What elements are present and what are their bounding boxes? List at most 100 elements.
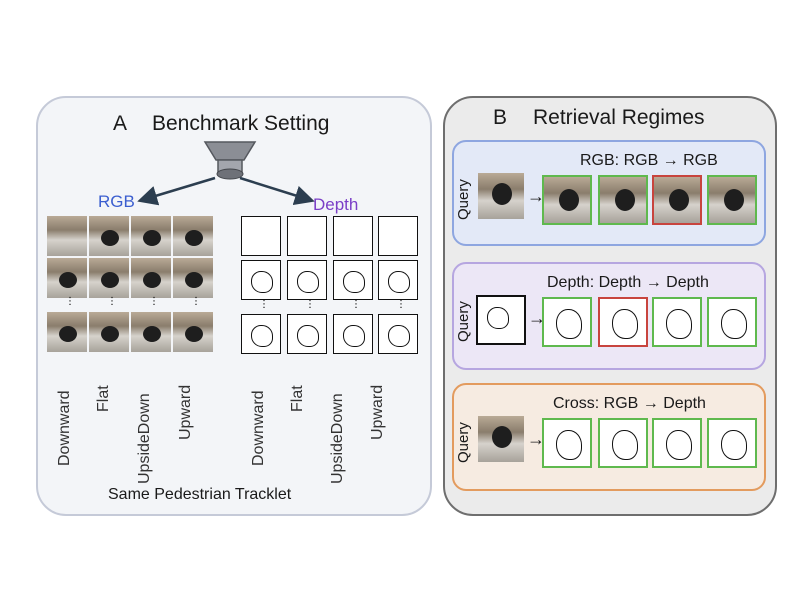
query-label: Query [455,422,472,463]
regime-title: Cross: RGB → Depth [553,395,706,412]
depth-frame-thumbnail [333,314,373,354]
pedestrian-outline [388,271,410,293]
depth-frame-thumbnail [287,314,327,354]
ellipsis-dots: ⋮ [65,297,75,307]
ellipsis-dots: ⋮ [259,300,269,310]
rgb-frame-thumbnail [173,312,213,352]
incorrect-match-thumbnail [598,297,648,347]
rgb-frame-thumbnail [131,312,171,352]
correct-match-thumbnail [598,418,648,468]
depth-col-label-flat: Flat [289,385,306,412]
depth-frame-thumbnail [378,216,418,256]
depth-col-label-downward: Downward [250,390,267,466]
rgb-frame-thumbnail [173,216,213,256]
pedestrian-silhouette [492,183,512,205]
pedestrian-outline [612,309,638,339]
pedestrian-outline [556,430,582,460]
pedestrian-outline [487,307,509,329]
right-arrow-icon: → [528,308,546,328]
pedestrian-outline [251,271,273,293]
depth-col-label-upsidedown: UpsideDown [329,393,346,484]
pedestrian-outline [343,271,365,293]
camera-icon [203,141,257,180]
pedestrian-outline [666,430,692,460]
depth-frame-thumbnail [241,260,281,300]
rgb-frame-thumbnail [173,258,213,298]
rgb-frame-thumbnail [47,258,87,298]
pedestrian-outline [297,325,319,347]
pedestrian-outline [666,309,692,339]
depth-frame-thumbnail [241,216,281,256]
pedestrian-outline [388,325,410,347]
panel-a-title: Benchmark Setting [152,112,330,135]
depth-frame-thumbnail [241,314,281,354]
pedestrian-silhouette [185,326,203,342]
pedestrian-outline [251,325,273,347]
pedestrian-outline [721,430,747,460]
right-arrow-icon: → [527,186,545,206]
pedestrian-silhouette [615,189,635,211]
ellipsis-dots: ⋮ [191,297,201,307]
pedestrian-silhouette [143,326,161,342]
regime-title: RGB: RGB → RGB [580,152,718,169]
query-label: Query [455,301,472,342]
ellipsis-dots: ⋮ [396,300,406,310]
depth-frame-thumbnail [333,260,373,300]
correct-match-thumbnail [652,297,702,347]
pedestrian-outline [612,430,638,460]
rgb-frame-thumbnail [89,312,129,352]
depth-frame-thumbnail [378,260,418,300]
pedestrian-silhouette [101,326,119,342]
rgb-frame-thumbnail [89,216,129,256]
depth-frame-thumbnail [287,260,327,300]
rgb-frame-thumbnail [47,312,87,352]
correct-match-thumbnail [707,175,757,225]
rgb-col-label-flat: Flat [95,385,112,412]
query-label: Query [455,179,472,220]
pedestrian-silhouette [59,272,77,288]
rgb-frame-thumbnail [89,258,129,298]
arrow-to-rgb [137,176,216,206]
pedestrian-silhouette [185,230,203,246]
pedestrian-silhouette [724,189,744,211]
depth-frame-thumbnail [287,216,327,256]
right-arrow-icon: → [527,429,545,449]
panel-b-title: Retrieval Regimes [533,106,705,129]
pedestrian-silhouette [59,326,77,342]
depth-frame-thumbnail [333,216,373,256]
correct-match-thumbnail [707,297,757,347]
rgb-col-label-upsidedown: UpsideDown [136,393,153,484]
correct-match-thumbnail [598,175,648,225]
pedestrian-outline [556,309,582,339]
pedestrian-silhouette [492,426,512,448]
panel-b-letter: B [493,106,508,129]
panel-a-footer: Same Pedestrian Tracklet [108,486,292,503]
rgb-stream-label: RGB [98,192,135,211]
ellipsis-dots: ⋮ [305,300,315,310]
depth-stream-label: Depth [313,195,359,214]
pedestrian-silhouette [143,272,161,288]
correct-match-thumbnail [542,175,592,225]
rgb-frame-thumbnail [131,216,171,256]
pedestrian-silhouette [101,230,119,246]
rgb-col-label-upward: Upward [177,384,194,440]
rgb-col-label-downward: Downward [56,390,73,466]
incorrect-match-thumbnail [652,175,702,225]
pedestrian-outline [297,271,319,293]
pedestrian-silhouette [185,272,203,288]
query-image [478,416,524,462]
rgb-frame-thumbnail [47,216,87,256]
correct-match-thumbnail [707,418,757,468]
pedestrian-silhouette [101,272,119,288]
split-arrows [137,176,315,206]
query-image [478,173,524,219]
ellipsis-dots: ⋮ [351,300,361,310]
ellipsis-dots: ⋮ [107,297,117,307]
pedestrian-silhouette [143,230,161,246]
correct-match-thumbnail [542,297,592,347]
depth-frame-thumbnail [378,314,418,354]
regime-title: Depth: Depth → Depth [547,274,709,291]
correct-match-thumbnail [542,418,592,468]
rgb-frame-thumbnail [131,258,171,298]
pedestrian-outline [721,309,747,339]
